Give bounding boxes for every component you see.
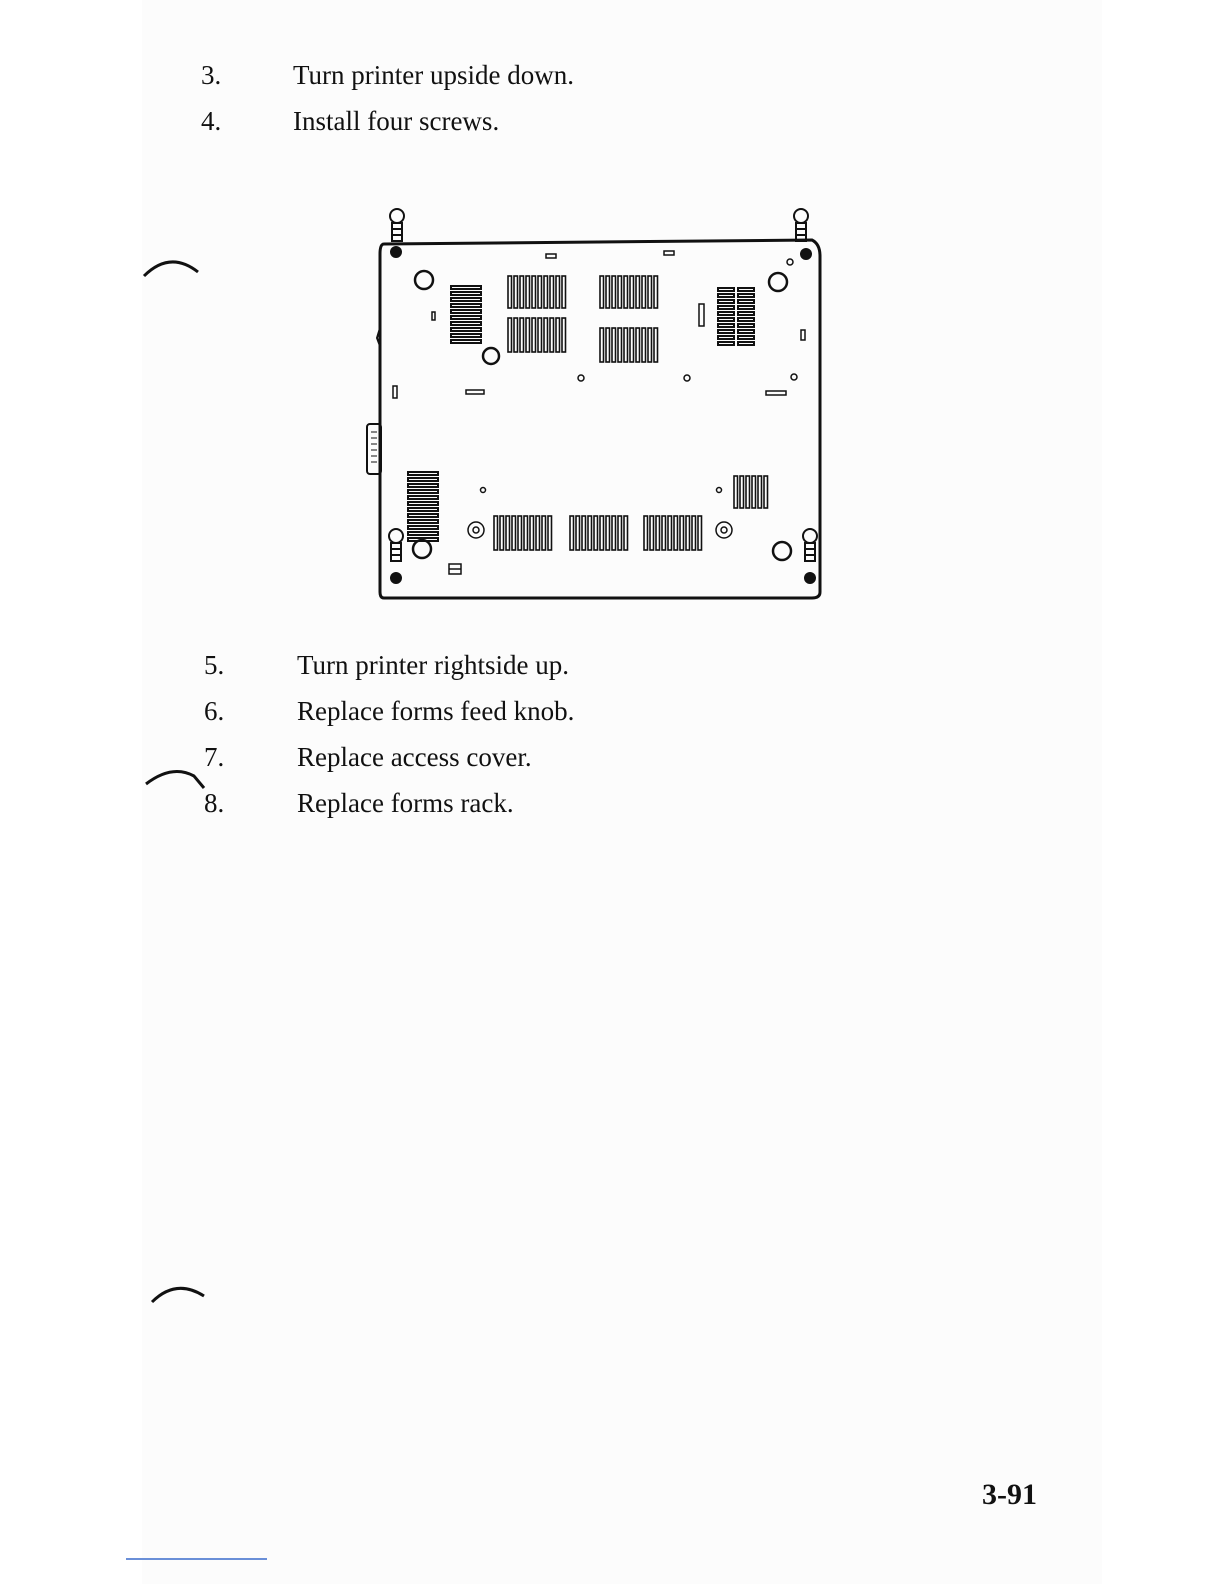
bottom-rule xyxy=(126,1558,267,1560)
screw-icon xyxy=(389,529,403,561)
step-text: Replace forms feed knob. xyxy=(297,694,574,728)
step-number: 7. xyxy=(204,740,224,774)
step-number: 4. xyxy=(201,104,221,138)
step-text: Replace forms rack. xyxy=(297,786,514,820)
step-text: Turn printer rightside up. xyxy=(297,648,569,682)
page-number: 3-91 xyxy=(982,1477,1037,1513)
margin-arc-icon xyxy=(142,758,208,792)
step-text: Install four screws. xyxy=(293,104,499,138)
printer-bottom-diagram xyxy=(360,200,830,610)
step-number: 8. xyxy=(204,786,224,820)
step-number: 6. xyxy=(204,694,224,728)
step-text: Turn printer upside down. xyxy=(293,58,574,92)
margin-arc-icon xyxy=(148,1278,210,1308)
screw-icon xyxy=(390,209,404,241)
screw-icon xyxy=(803,529,817,561)
step-number: 5. xyxy=(204,648,224,682)
margin-arc-icon xyxy=(140,250,206,280)
step-number: 3. xyxy=(201,58,221,92)
screw-icon xyxy=(794,209,808,241)
step-text: Replace access cover. xyxy=(297,740,532,774)
